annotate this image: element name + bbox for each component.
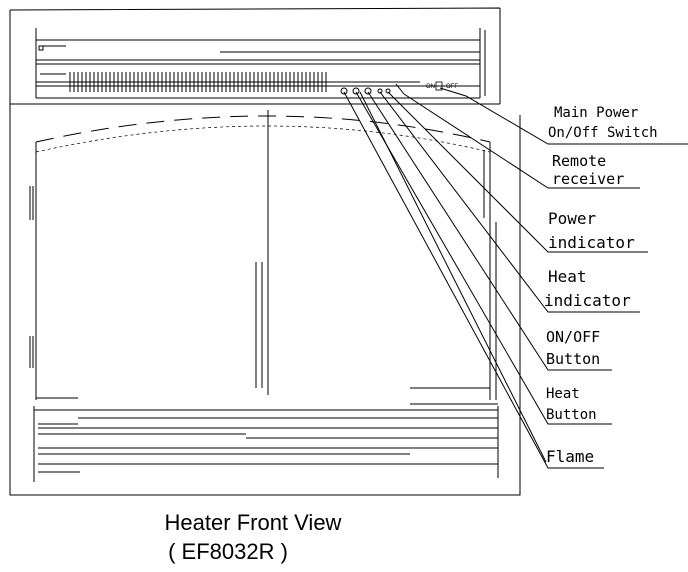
callout-on-off-button: ON/OFF Button: [546, 328, 600, 368]
svg-text:Main Power: Main Power: [554, 105, 638, 121]
svg-text:Button: Button: [546, 407, 597, 423]
control-buttons: [340, 83, 405, 95]
svg-text:Power: Power: [548, 209, 597, 228]
flame-knob: [340, 87, 348, 95]
heater-body: [9, 7, 521, 496]
svg-text:ON/OFF: ON/OFF: [546, 328, 600, 346]
svg-text:Flame: Flame: [546, 447, 594, 466]
caption: Heater Front View ( EF8032R ): [165, 510, 342, 564]
power-indicator-led: [385, 88, 391, 94]
callout-power-indicator: Power indicator: [548, 209, 635, 252]
vent-slots: [69, 72, 327, 92]
remote-receiver-window: [395, 83, 405, 95]
heat-indicator-led: [377, 88, 383, 94]
leader-lines: [343, 87, 688, 469]
svg-text:ON: ON: [426, 84, 435, 90]
svg-text:OFF: OFF: [446, 84, 458, 90]
callout-remote-receiver: Remote receiver: [552, 152, 624, 188]
callout-heat-indicator: Heat indicator: [544, 267, 631, 310]
svg-text:Button: Button: [546, 350, 600, 368]
caption-model: ( EF8032R ): [168, 539, 288, 564]
svg-text:Heat: Heat: [546, 386, 580, 402]
glass-panel: [29, 110, 497, 400]
svg-text:indicator: indicator: [544, 291, 631, 310]
callout-main-power: Main Power On/Off Switch: [548, 105, 658, 141]
svg-text:indicator: indicator: [548, 233, 635, 252]
switch-labels: ON OFF: [426, 81, 458, 91]
callout-heat-button: Heat Button: [546, 386, 597, 423]
svg-text:Heat: Heat: [548, 267, 587, 286]
control-strip: [35, 28, 486, 99]
caption-title: Heater Front View: [165, 510, 342, 535]
onoff-button-knob: [364, 87, 372, 95]
svg-text:Remote: Remote: [552, 152, 606, 170]
heat-button-knob: [352, 87, 360, 95]
callout-flame: Flame: [546, 447, 594, 466]
svg-text:On/Off Switch: On/Off Switch: [548, 125, 658, 141]
svg-text:receiver: receiver: [552, 170, 624, 188]
firebox: [33, 403, 499, 482]
